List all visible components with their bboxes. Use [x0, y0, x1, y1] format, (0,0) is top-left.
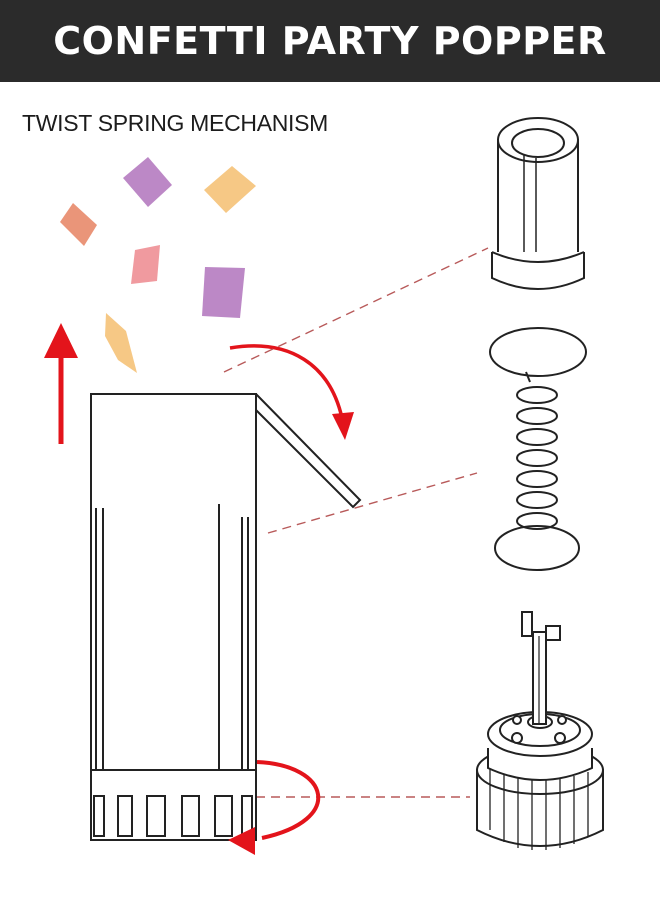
confetti-piece	[60, 203, 97, 246]
diagram-subtitle: TWIST SPRING MECHANISM	[22, 110, 329, 136]
confetti-group	[60, 157, 256, 373]
base-icon	[476, 611, 604, 850]
spring-icon	[489, 327, 587, 571]
tube-grip-slots	[93, 795, 253, 837]
up-arrow-icon	[44, 323, 78, 444]
popper-diagram	[44, 117, 604, 855]
header-banner: CONFETTI PARTY POPPER	[0, 0, 660, 82]
confetti-piece	[105, 313, 137, 373]
confetti-piece	[131, 245, 160, 284]
leader-lines	[223, 247, 489, 798]
popper-tube	[90, 393, 362, 841]
page-title: CONFETTI PARTY POPPER	[53, 19, 607, 63]
twist-arrow-icon	[228, 760, 321, 855]
cap-icon	[491, 117, 585, 290]
confetti-piece	[202, 267, 245, 318]
confetti-piece	[123, 157, 172, 207]
curved-arrow-icon	[229, 344, 354, 440]
confetti-piece	[204, 166, 256, 213]
